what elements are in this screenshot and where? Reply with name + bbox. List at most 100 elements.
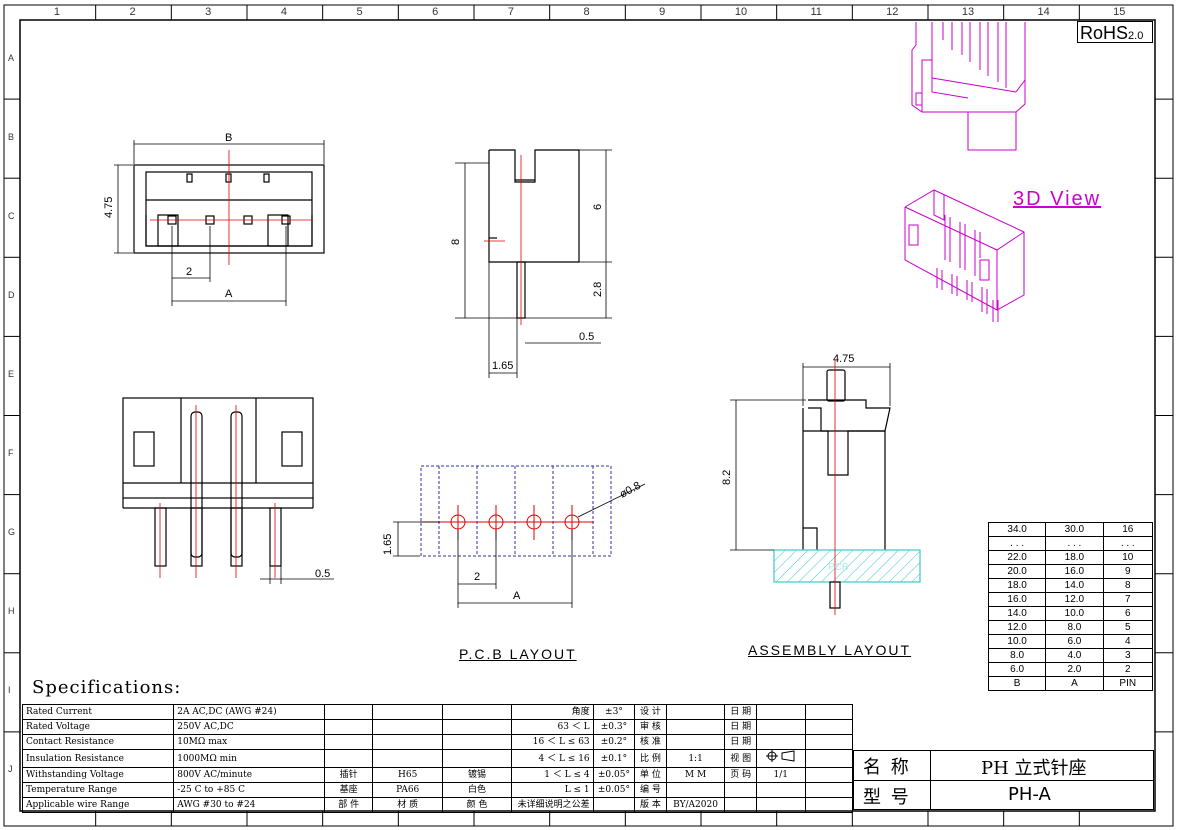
title-name-value: PH 立式针座 (981, 758, 1087, 779)
side-dim-pin: 2.8 (592, 282, 604, 297)
pcb-caption: P.C.B LAYOUT (459, 646, 577, 662)
material-part: 部 件 (323, 797, 374, 813)
tolerance-value (592, 797, 636, 813)
material-name: PA66 (372, 782, 443, 798)
pin-header-cell: B (987, 676, 1047, 691)
zone-row-label: B (8, 131, 15, 142)
tolerance-value: ±0.05° (592, 767, 636, 783)
zone-row-label: C (8, 210, 15, 221)
approval-value: 1:1 (665, 749, 726, 768)
pcb-dim-hole: ø0.8 (618, 480, 643, 501)
spec-value: 1000MΩ min (173, 749, 325, 768)
assembly-dim-w: 4.75 (833, 353, 854, 365)
approval-value (665, 719, 726, 735)
spec-value: 800V AC/minute (173, 767, 325, 783)
pin-cell: 12.0 (1045, 592, 1104, 607)
approval-label: 版 本 (634, 797, 667, 813)
pin-cell: 30.0 (1045, 522, 1104, 537)
tolerance-value: ±0.05° (592, 782, 636, 798)
top-dim-h: 4.75 (103, 197, 115, 218)
pcb-dim-pitch: 2 (474, 571, 480, 583)
spec-value: -25 C to +85 C (173, 782, 325, 798)
pin-cell: 4 (1102, 634, 1154, 649)
zone-col-label: 12 (886, 6, 899, 18)
zone-col-label: 9 (659, 6, 666, 18)
view3d-top (911, 22, 1026, 151)
tolerance-range: L ≤ 1 (511, 782, 594, 798)
approval-extra (804, 704, 854, 720)
spec-value: AWG #30 to #24 (173, 797, 325, 813)
approval-extra (805, 749, 854, 768)
pin-cell: 6.0 (1045, 634, 1104, 649)
approval-label: 编 号 (634, 782, 667, 798)
material-name: 材 质 (372, 797, 443, 813)
spec-value: 10MΩ max (173, 734, 325, 750)
approval-value (665, 704, 726, 720)
tolerance-value: ±0.3° (592, 719, 636, 735)
sheet-frame (3, 4, 1174, 827)
zone-row-label: E (8, 368, 15, 379)
zone-row-label: I (8, 685, 11, 696)
approval-label: 核 准 (634, 734, 667, 750)
pin-cell: 2.0 (1045, 662, 1104, 677)
front-view (122, 397, 334, 584)
tolerance-range: 16 ＜ L ≤ 63 (511, 734, 594, 750)
side-dim-offset: 1.65 (492, 360, 513, 372)
material-part: 基座 (323, 782, 374, 798)
tolerance-value: ±0.2° (592, 734, 636, 750)
top-view (114, 140, 325, 306)
material-finish-label (441, 704, 513, 720)
material-finish-label (441, 749, 513, 768)
title-model-label: 型 号 (863, 787, 911, 808)
material-finish-label: 颜 色 (441, 797, 513, 813)
assembly-caption: ASSEMBLY LAYOUT (748, 642, 912, 658)
view3d-bottom (904, 189, 1025, 322)
material-part (323, 749, 374, 768)
top-dim-b: B (225, 132, 232, 144)
tolerance-range: 未详细说明之公差 (511, 797, 594, 813)
pin-cell: . . . (987, 536, 1047, 551)
approval-value2 (755, 749, 806, 768)
material-finish-label: 镀锡 (441, 767, 513, 783)
pin-cell: 10.0 (1045, 606, 1104, 621)
tolerance-range: 角度 (511, 704, 594, 720)
spec-name: Temperature Range (21, 782, 175, 798)
rohs-sub: 2.0 (1128, 30, 1144, 42)
pin-cell: 9 (1102, 564, 1154, 579)
approval-value2 (755, 734, 806, 750)
material-part (323, 704, 374, 720)
pin-cell: 14.0 (987, 606, 1047, 621)
approval-label2 (724, 797, 757, 813)
pin-cell: 16.0 (987, 592, 1047, 607)
spec-value: 250V AC,DC (173, 719, 325, 735)
zone-row-label: G (8, 527, 16, 538)
pin-cell: 7 (1102, 592, 1154, 607)
material-name (372, 749, 443, 768)
pin-cell: 8.0 (1045, 620, 1104, 635)
approval-label2: 日 期 (724, 704, 757, 720)
tolerance-value: ±3° (592, 704, 636, 720)
zone-col-label: 3 (205, 6, 212, 18)
title-block: 名 称 PH 立式针座 型 号 PH-A (853, 750, 1154, 810)
tolerance-value: ±0.1° (592, 749, 636, 768)
zone-col-label: 5 (356, 6, 363, 18)
material-finish-label: 白色 (441, 782, 513, 798)
approval-label2: 日 期 (724, 734, 757, 750)
zone-row-label: F (8, 448, 14, 459)
pin-header-cell: A (1045, 676, 1104, 691)
zone-col-label: 4 (280, 6, 287, 18)
approval-value2 (755, 704, 806, 720)
pin-cell: . . . (1045, 536, 1104, 551)
pin-row: . . .. . .. . . (987, 536, 1154, 551)
approval-extra (805, 797, 854, 813)
top-dim-a: A (225, 288, 233, 300)
